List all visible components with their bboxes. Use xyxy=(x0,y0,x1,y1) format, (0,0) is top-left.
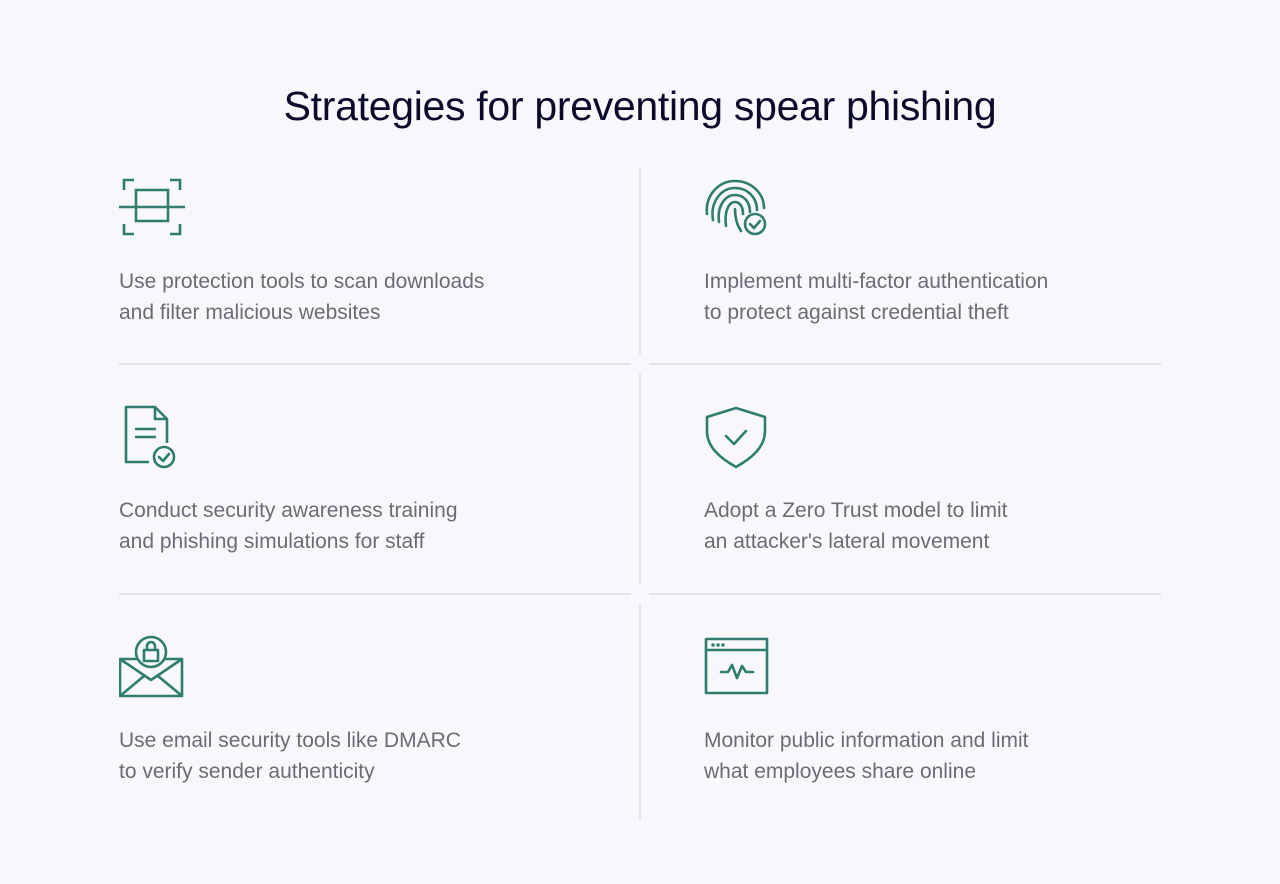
strategy-description: Use protection tools to scan downloads a… xyxy=(119,270,485,324)
horizontal-divider-2-right xyxy=(649,593,1161,595)
shield-check-icon xyxy=(704,405,772,469)
vertical-divider-top xyxy=(639,168,641,354)
document-check-icon xyxy=(119,405,187,469)
strategy-awareness-training: Conduct security awareness training and … xyxy=(119,405,599,595)
strategy-monitor-public-info: Monitor public information and limit wha… xyxy=(704,635,1184,825)
vertical-divider-middle xyxy=(639,374,641,584)
horizontal-divider-1-left xyxy=(119,363,631,365)
strategy-description: Adopt a Zero Trust model to limit an att… xyxy=(704,499,1008,553)
page-title: Strategies for preventing spear phishing xyxy=(283,83,997,130)
strategy-description: Implement multi-factor authentication to… xyxy=(704,270,1049,324)
strategy-description: Use email security tools like DMARC to v… xyxy=(119,729,461,783)
scan-icon xyxy=(119,176,187,240)
horizontal-divider-1-right xyxy=(649,363,1161,365)
strategy-email-security: Use email security tools like DMARC to v… xyxy=(119,635,599,825)
strategy-description: Monitor public information and limit wha… xyxy=(704,729,1029,783)
email-lock-icon xyxy=(119,635,187,699)
strategy-mfa: Implement multi-factor authentication to… xyxy=(704,176,1184,366)
vertical-divider-bottom xyxy=(639,604,641,820)
fingerprint-check-icon xyxy=(704,176,772,240)
horizontal-divider-2-left xyxy=(119,593,631,595)
browser-monitor-icon xyxy=(704,635,772,699)
strategy-protection-tools: Use protection tools to scan downloads a… xyxy=(119,176,599,366)
strategy-zero-trust: Adopt a Zero Trust model to limit an att… xyxy=(704,405,1184,595)
strategy-description: Conduct security awareness training and … xyxy=(119,499,458,553)
